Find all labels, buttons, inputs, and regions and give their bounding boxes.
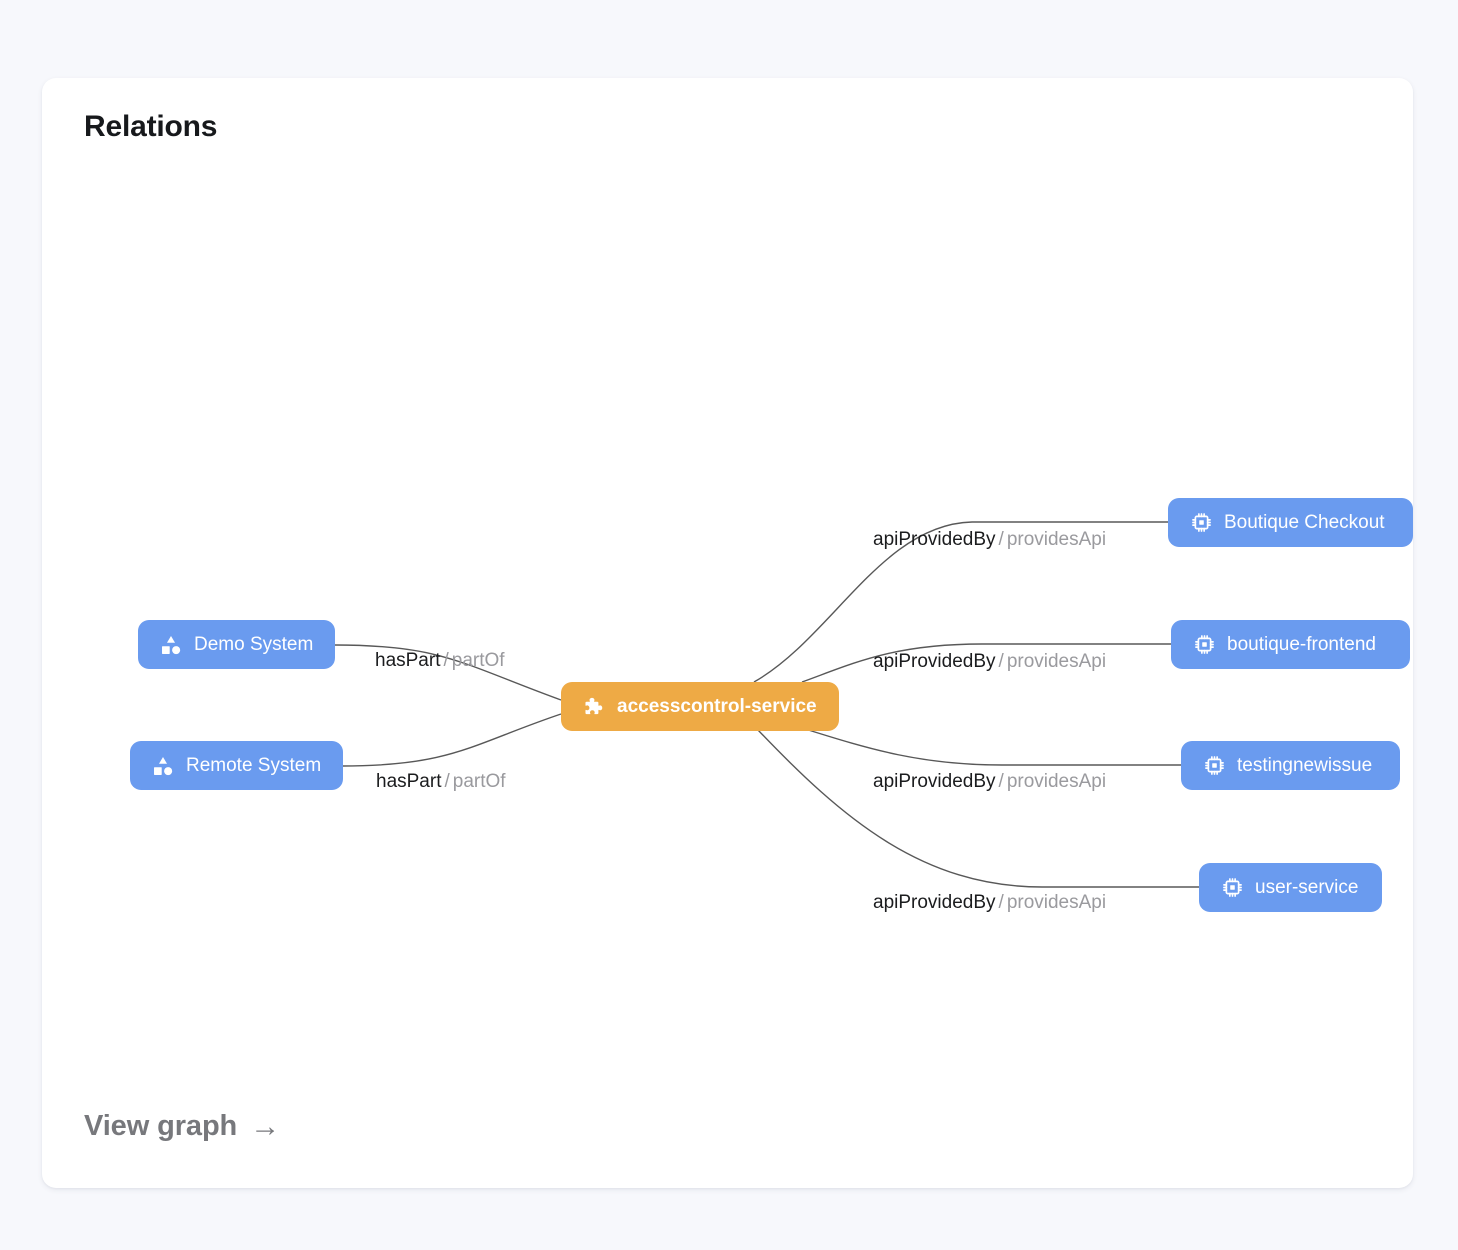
edge-label-separator: / [443, 650, 449, 671]
graph-node-boutique-checkout[interactable]: Boutique Checkout [1168, 498, 1413, 547]
graph-node-testingnewissue[interactable]: testingnewissue [1181, 741, 1400, 790]
graph-edges [334, 521, 1199, 888]
edge-label-separator: / [998, 771, 1004, 792]
view-graph-label: View graph [84, 1110, 238, 1142]
edge-label-reverse: partOf [451, 650, 505, 671]
node-label: Boutique Checkout [1224, 512, 1385, 533]
edge-line-boutique-checkout [753, 521, 1168, 683]
puzzle-piece-icon [583, 696, 605, 718]
edge-label-testingnewissue: apiProvidedBy/providesApi [873, 772, 1106, 791]
node-label: Demo System [194, 634, 314, 655]
node-label: user-service [1255, 877, 1359, 898]
edge-label-demo-system: hasPart/partOf [375, 651, 505, 670]
edge-label-reverse: providesApi [1006, 529, 1107, 550]
edge-label-reverse: providesApi [1006, 892, 1107, 913]
edge-label-reverse: partOf [452, 771, 506, 792]
edge-line-remote-system [341, 713, 562, 767]
edge-line-boutique-frontend [801, 643, 1171, 683]
shapes-icon [152, 755, 174, 777]
edge-label-boutique-frontend: apiProvidedBy/providesApi [873, 652, 1106, 671]
shapes-icon [160, 634, 182, 656]
page-title: Relations [84, 110, 218, 143]
node-label: accesscontrol-service [617, 696, 817, 717]
node-label: testingnewissue [1237, 755, 1373, 776]
chip-icon [1203, 755, 1225, 777]
edge-label-separator: / [998, 892, 1004, 913]
edge-label-forward: hasPart [376, 771, 442, 792]
graph-node-demo-system[interactable]: Demo System [138, 620, 336, 669]
edge-label-reverse: providesApi [1006, 771, 1107, 792]
edge-label-separator: / [444, 771, 450, 792]
edge-label-user-service: apiProvidedBy/providesApi [873, 893, 1106, 912]
arrow-right-icon: → [250, 1109, 281, 1143]
relations-card: Relations hasPart/partOf hasPart/partOf … [42, 78, 1413, 1188]
graph-node-remote-system[interactable]: Remote System [130, 741, 344, 790]
edge-label-forward: apiProvidedBy [873, 651, 996, 672]
relations-graph[interactable]: hasPart/partOf hasPart/partOf apiProvide… [42, 78, 1413, 1188]
graph-node-user-service[interactable]: user-service [1199, 863, 1382, 912]
node-label: boutique-frontend [1227, 634, 1376, 655]
edge-label-forward: apiProvidedBy [873, 771, 996, 792]
view-graph-link[interactable]: View graph → [84, 1110, 280, 1143]
node-label: Remote System [186, 755, 322, 776]
edge-label-forward: hasPart [375, 650, 441, 671]
chip-icon [1193, 634, 1215, 656]
chip-icon [1221, 877, 1243, 899]
chip-icon [1190, 512, 1212, 534]
graph-node-accesscontrol-service[interactable]: accesscontrol-service [561, 682, 839, 731]
edge-label-separator: / [998, 651, 1004, 672]
edge-label-boutique-checkout: apiProvidedBy/providesApi [873, 530, 1106, 549]
edge-line-demo-system [334, 644, 562, 701]
edge-line-testingnewissue [801, 727, 1181, 766]
edge-label-reverse: providesApi [1006, 651, 1107, 672]
edge-line-user-service [757, 729, 1199, 888]
edge-label-remote-system: hasPart/partOf [376, 772, 506, 791]
edge-label-forward: apiProvidedBy [873, 529, 996, 550]
graph-node-boutique-frontend[interactable]: boutique-frontend [1171, 620, 1410, 669]
edge-label-separator: / [998, 529, 1004, 550]
edge-label-forward: apiProvidedBy [873, 892, 996, 913]
